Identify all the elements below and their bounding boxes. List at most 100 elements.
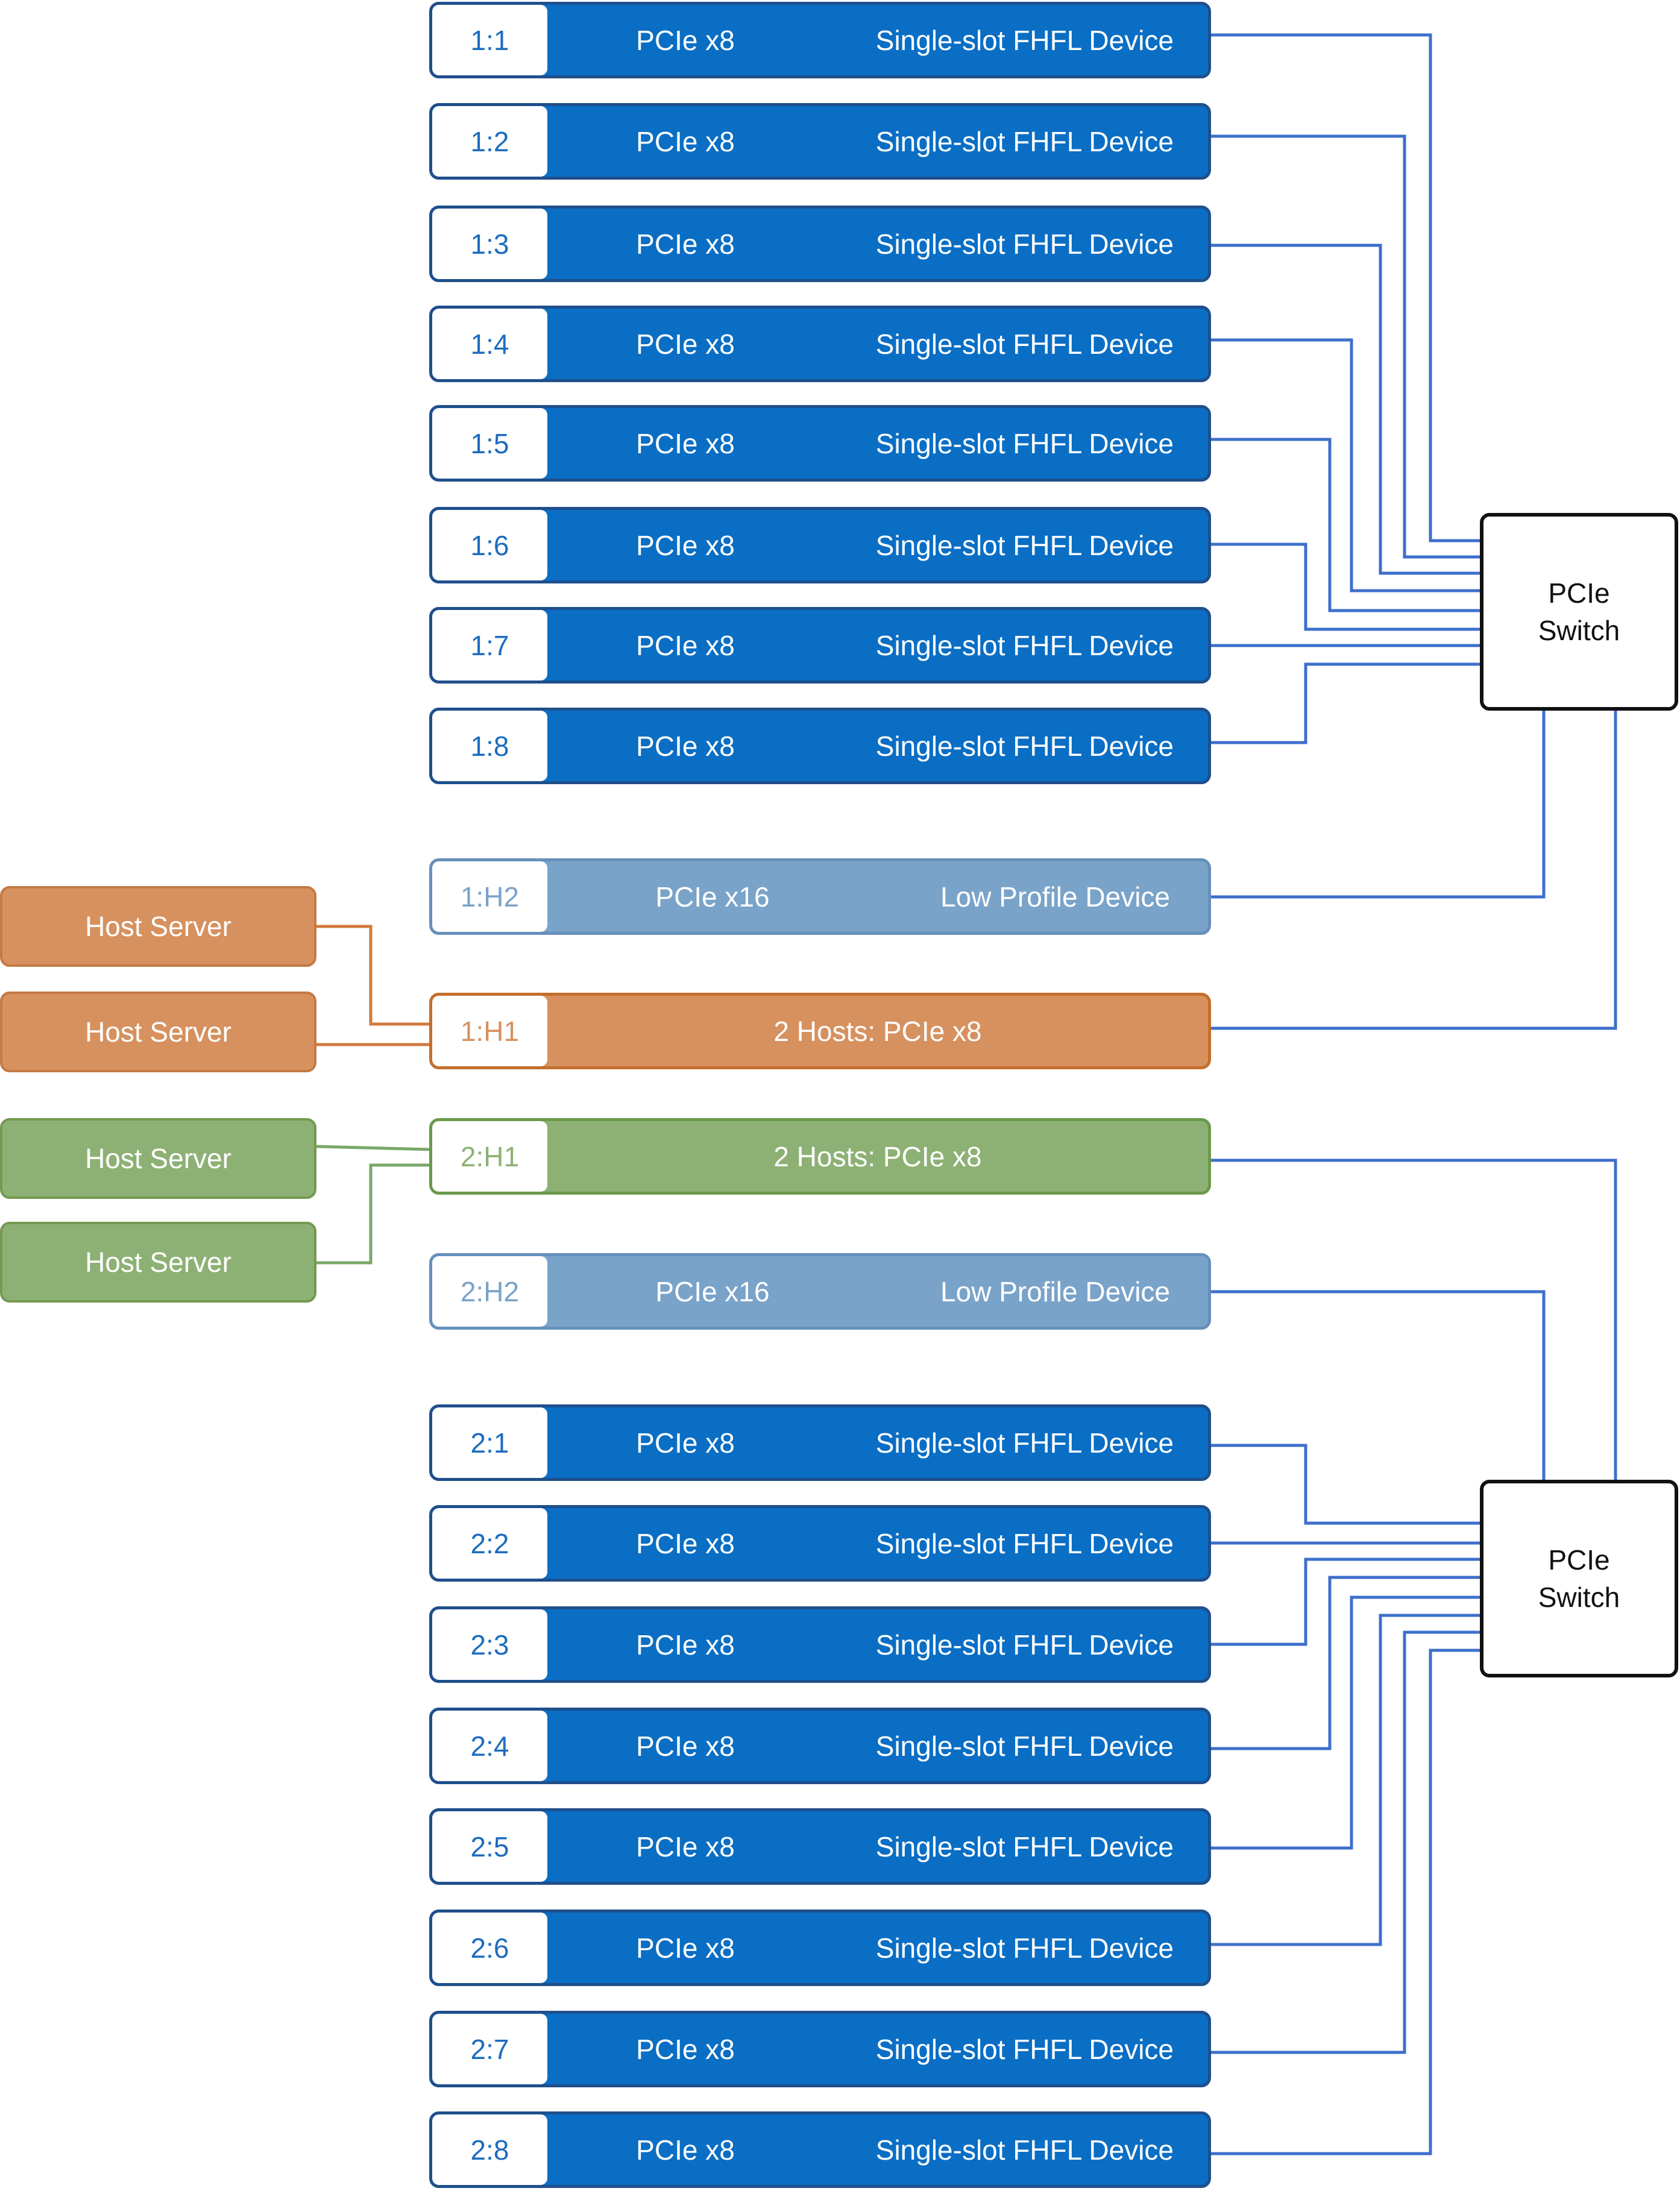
slot-label: 1:6 [432,510,547,580]
slot-link: PCIe x8 [636,2134,735,2166]
slot-device: Single-slot FHFL Device [875,1730,1174,1762]
slot-device: Single-slot FHFL Device [875,1629,1174,1661]
slot-device: Single-slot FHFL Device [875,730,1174,762]
wire-1-8 [1211,662,1480,744]
slot-link: PCIe x8 [636,1831,735,1863]
slot-label: 2:2 [432,1508,547,1579]
slot-label: 2:4 [432,1711,547,1781]
switch-label-line2: Switch [1538,1582,1620,1613]
wire-2-1 [1211,1444,1480,1525]
wire-1-h1 [1211,710,1617,1030]
wire-2-8 [1211,1649,1480,2155]
wire-host-1a [316,925,429,1026]
switch-label-line1: PCIe [1548,577,1610,609]
wire-2-4 [1211,1576,1480,1750]
slot-1-8: 1:8 PCIe x8 Single-slot FHFL Device [429,708,1211,784]
slot-2-4: 2:4 PCIe x8 Single-slot FHFL Device [429,1708,1211,1784]
slot-label: 1:5 [432,408,547,479]
slot-link: PCIe x8 [636,1427,735,1459]
slot-label: 2:6 [432,1913,547,1983]
wire-host-2b [316,1163,429,1265]
wire-1-2 [1211,134,1480,559]
slot-label: 1:7 [432,610,547,681]
slot-2-2: 2:2 PCIe x8 Single-slot FHFL Device [429,1505,1211,1582]
slot-1-h1: 1:H1 2 Hosts: PCIe x8 [429,993,1211,1069]
slot-2-3: 2:3 PCIe x8 Single-slot FHFL Device [429,1606,1211,1683]
slot-1-h2: 1:H2 PCIe x16 Low Profile Device [429,858,1211,935]
slot-link: PCIe x8 [636,24,735,56]
slot-device: Single-slot FHFL Device [875,1527,1174,1559]
slot-label: 2:3 [432,1609,547,1680]
slot-host-text: 2 Hosts: PCIe x8 [773,1140,982,1172]
slot-link: PCIe x16 [655,1275,770,1307]
host-server-2a: Host Server [0,1118,316,1199]
switch-label-line2: Switch [1538,615,1620,646]
wire-1-h2 [1211,710,1546,899]
slot-link: PCIe x8 [636,1527,735,1559]
slot-1-2: 1:2 PCIe x8 Single-slot FHFL Device [429,103,1211,180]
slot-label: 2:8 [432,2114,547,2185]
slot-link: PCIe x8 [636,629,735,661]
wire-1-3 [1211,244,1480,575]
slot-device: Single-slot FHFL Device [875,1831,1174,1863]
slot-device: Low Profile Device [940,881,1170,913]
wire-2-6 [1211,1614,1480,1946]
slot-label: 1:1 [432,5,547,75]
slot-device: Single-slot FHFL Device [875,1932,1174,1964]
slot-device: Single-slot FHFL Device [875,328,1174,360]
slot-label: 2:H1 [432,1121,547,1192]
slot-device: Low Profile Device [940,1275,1170,1307]
slot-label: 2:7 [432,2014,547,2084]
slot-2-6: 2:6 PCIe x8 Single-slot FHFL Device [429,1910,1211,1986]
slot-link: PCIe x8 [636,427,735,459]
slot-device: Single-slot FHFL Device [875,629,1174,661]
slot-1-5: 1:5 PCIe x8 Single-slot FHFL Device [429,405,1211,482]
host-server-1a: Host Server [0,886,316,967]
slot-device: Single-slot FHFL Device [875,1427,1174,1459]
slot-2-1: 2:1 PCIe x8 Single-slot FHFL Device [429,1404,1211,1481]
slot-link: PCIe x16 [655,881,770,913]
wire-2-5 [1211,1595,1480,1850]
slot-2-5: 2:5 PCIe x8 Single-slot FHFL Device [429,1808,1211,1885]
wire-host-2a [316,1145,430,1151]
slot-1-7: 1:7 PCIe x8 Single-slot FHFL Device [429,607,1211,684]
slot-2-8: 2:8 PCIe x8 Single-slot FHFL Device [429,2111,1211,2188]
slot-label: 1:4 [432,309,547,379]
slot-device: Single-slot FHFL Device [875,529,1174,561]
slot-label: 1:H2 [432,861,547,932]
slot-label: 2:1 [432,1407,547,1478]
slot-device: Single-slot FHFL Device [875,2033,1174,2065]
wire-2-h1 [1211,1158,1617,1480]
slot-device: Single-slot FHFL Device [875,125,1174,157]
slot-1-3: 1:3 PCIe x8 Single-slot FHFL Device [429,206,1211,282]
slot-link: PCIe x8 [636,1629,735,1661]
slot-2-h2: 2:H2 PCIe x16 Low Profile Device [429,1253,1211,1330]
pcie-switch-1: PCIe Switch [1480,513,1678,711]
slot-label: 1:H1 [432,996,547,1066]
slot-1-6: 1:6 PCIe x8 Single-slot FHFL Device [429,507,1211,583]
wire-2-h2 [1211,1290,1546,1480]
slot-label: 1:2 [432,106,547,177]
slot-device: Single-slot FHFL Device [875,24,1174,56]
slot-device: Single-slot FHFL Device [875,2134,1174,2166]
slot-link: PCIe x8 [636,529,735,561]
slot-label: 2:5 [432,1811,547,1882]
slot-link: PCIe x8 [636,1730,735,1762]
wire-2-7 [1211,1630,1480,2054]
pcie-switch-2: PCIe Switch [1480,1480,1678,1677]
slot-device: Single-slot FHFL Device [875,228,1174,260]
slot-device: Single-slot FHFL Device [875,427,1174,459]
switch-label-line1: PCIe [1548,1544,1610,1576]
host-server-1b: Host Server [0,992,316,1072]
slot-2-7: 2:7 PCIe x8 Single-slot FHFL Device [429,2011,1211,2087]
slot-label: 1:8 [432,711,547,781]
slot-1-1: 1:1 PCIe x8 Single-slot FHFL Device [429,2,1211,78]
slot-label: 2:H2 [432,1256,547,1327]
wire-1-4 [1211,338,1480,593]
slot-1-4: 1:4 PCIe x8 Single-slot FHFL Device [429,306,1211,382]
slot-link: PCIe x8 [636,228,735,260]
wire-1-5 [1211,438,1480,612]
host-server-2b: Host Server [0,1222,316,1303]
slot-link: PCIe x8 [636,730,735,762]
